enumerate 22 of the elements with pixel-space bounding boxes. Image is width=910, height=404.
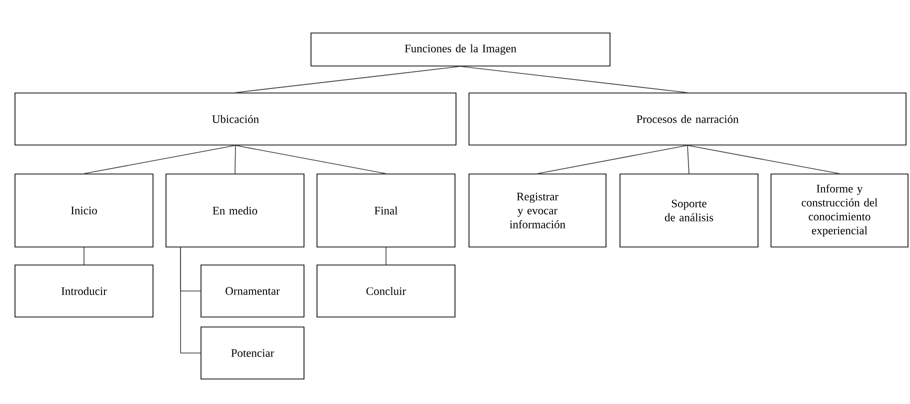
box: Soporte de análisis	[620, 174, 758, 248]
box: Registrar y evocar información	[468, 174, 606, 248]
connector-line	[180, 247, 201, 354]
box: Funciones de la Imagen	[310, 32, 610, 66]
box: Inicio	[14, 174, 154, 248]
connector-line	[234, 145, 236, 174]
box: Introducir	[14, 264, 154, 318]
connector-line	[235, 66, 461, 93]
box: Potenciar	[200, 326, 304, 380]
box: Ornamentar	[200, 264, 304, 318]
connector-line	[537, 145, 688, 174]
box: Informe y construcción del conocimiento experiencial	[770, 174, 908, 248]
box: Procesos de narración	[468, 92, 906, 146]
connector-line	[460, 66, 688, 93]
box: Ubicación	[14, 92, 456, 146]
connector-line	[687, 145, 840, 174]
box: En medio	[166, 174, 304, 248]
connector-line	[687, 145, 690, 174]
connector-line	[84, 145, 236, 174]
box: Concluir	[316, 264, 456, 318]
connector-line	[235, 145, 386, 174]
box: Final	[316, 174, 456, 248]
